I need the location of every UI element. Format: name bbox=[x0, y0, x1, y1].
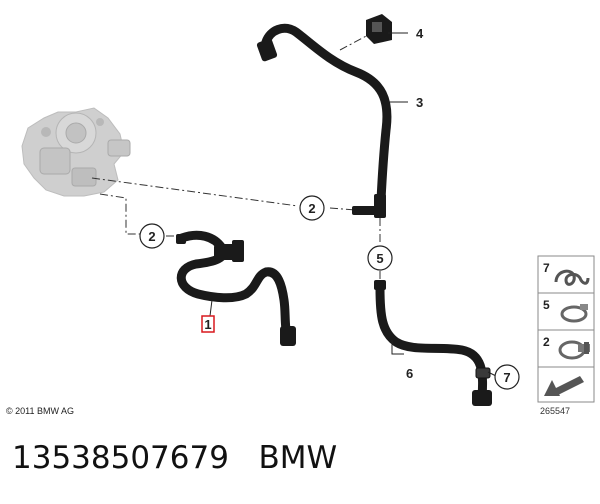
part-caption: 13538507679 BMW bbox=[12, 440, 337, 476]
hose-1 bbox=[176, 230, 296, 346]
callout-7-label: 7 bbox=[503, 370, 510, 385]
worm-drive-clamp-icon bbox=[558, 340, 590, 360]
arrow-icon bbox=[544, 376, 584, 396]
legend-item-number: 2 bbox=[543, 335, 550, 349]
callout-4-label: 4 bbox=[416, 26, 424, 41]
legend-item-number: 5 bbox=[543, 298, 550, 312]
brand-name: BMW bbox=[258, 440, 338, 476]
legend-item-number: 7 bbox=[543, 261, 550, 275]
callout-1-label: 1 bbox=[204, 317, 211, 332]
spring-band-clamp-icon bbox=[560, 304, 588, 323]
callout-5: 5 bbox=[367, 245, 393, 271]
callout-2-label: 2 bbox=[148, 229, 155, 244]
callout-1-highlight: 1 bbox=[201, 315, 215, 333]
callout-3-label: 3 bbox=[416, 95, 423, 110]
diagram-number: 265547 bbox=[540, 406, 570, 416]
hose-clamp-icon bbox=[554, 269, 590, 286]
copyright-text: © 2011 BMW AG bbox=[6, 406, 74, 416]
legend-panel: 7 5 2 bbox=[537, 255, 595, 403]
callout-5-label: 5 bbox=[376, 251, 383, 266]
callout-7: 7 bbox=[494, 364, 520, 390]
callout-leaders bbox=[209, 32, 497, 377]
callout-6-label: 6 bbox=[406, 366, 413, 381]
callout-2-label: 2 bbox=[308, 201, 315, 216]
callout-2-left: 2 bbox=[139, 223, 165, 249]
bracket-4 bbox=[366, 14, 392, 44]
hose-3-6 bbox=[256, 23, 492, 406]
callout-2-top: 2 bbox=[299, 195, 325, 221]
part-number: 13538507679 bbox=[12, 440, 229, 476]
fuel-pump-illustration bbox=[21, 107, 131, 197]
leader-lines bbox=[91, 33, 381, 282]
